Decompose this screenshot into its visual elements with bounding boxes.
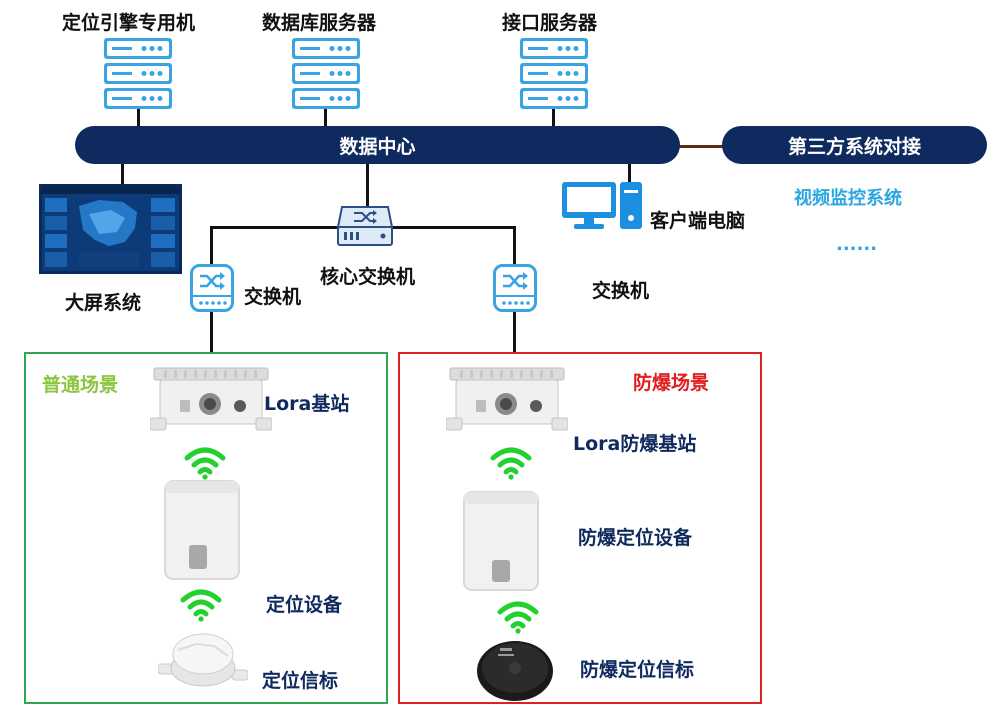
client-pc-icon [560, 180, 646, 232]
client-pc-link [628, 162, 631, 184]
left-switch-label: 交换机 [244, 286, 302, 308]
video-surveillance-label: 视频监控系统 [794, 188, 902, 209]
database-server-icon [292, 38, 360, 110]
engine-server-label: 定位引擎专用机 [62, 12, 196, 34]
core-switch-link [366, 162, 369, 208]
explosion-base-station-label: Lora防爆基站 [573, 433, 697, 455]
normal-locator-device-image [163, 479, 241, 581]
client-pc-label: 客户端电脑 [650, 210, 746, 232]
interface-server-link [552, 108, 555, 130]
big-screen-label: 大屏系统 [65, 292, 142, 314]
core-switch-icon [336, 205, 394, 247]
third-party-bar: 第三方系统对接 [722, 126, 987, 164]
explosion-locator-device-image [462, 490, 540, 592]
interface-server-label: 接口服务器 [502, 12, 598, 34]
engine-server-link [137, 108, 140, 130]
core-to-right-switch-h [392, 226, 516, 229]
normal-base-station-label: Lora基站 [264, 393, 350, 415]
right-switch-label: 交换机 [592, 280, 650, 302]
explosion-beacon-label: 防爆定位信标 [580, 659, 695, 681]
explosion-wifi-icon-1 [489, 446, 533, 480]
big-screen-link [121, 162, 124, 184]
third-party-label: 第三方系统对接 [787, 135, 921, 158]
core-to-right-switch-v [513, 226, 516, 266]
normal-wifi-icon-1 [183, 446, 227, 480]
explosion-wifi-icon-2 [496, 600, 540, 634]
ellipsis-label: ...... [836, 234, 878, 255]
data-center-bar: 数据中心 [75, 126, 680, 164]
explosion-base-station-image [446, 366, 568, 432]
normal-scene-box [24, 352, 388, 704]
third-party-link [678, 145, 724, 148]
normal-base-station-image [150, 366, 272, 432]
core-switch-label: 核心交换机 [320, 266, 416, 288]
left-switch-to-normal-scene [210, 312, 213, 352]
explosion-scene-box [398, 352, 762, 704]
database-server-link [324, 108, 327, 130]
right-switch-to-explosion-scene [513, 312, 516, 354]
data-center-label: 数据中心 [339, 135, 416, 158]
engine-server-icon [104, 38, 172, 110]
core-to-left-switch-h [210, 226, 338, 229]
explosion-beacon-image [476, 636, 554, 702]
normal-wifi-icon-2 [179, 588, 223, 622]
explosion-device-label: 防爆定位设备 [578, 527, 693, 549]
normal-beacon-image [158, 628, 248, 690]
explosion-scene-title: 防爆场景 [633, 372, 710, 394]
normal-device-label: 定位设备 [266, 594, 343, 616]
core-to-left-switch-v [210, 226, 213, 266]
big-screen-icon [39, 184, 182, 274]
database-server-label: 数据库服务器 [262, 12, 377, 34]
interface-server-icon [520, 38, 588, 110]
right-switch-icon [493, 264, 537, 312]
normal-scene-title: 普通场景 [42, 374, 119, 396]
normal-beacon-label: 定位信标 [262, 670, 339, 692]
left-switch-icon [190, 264, 234, 312]
